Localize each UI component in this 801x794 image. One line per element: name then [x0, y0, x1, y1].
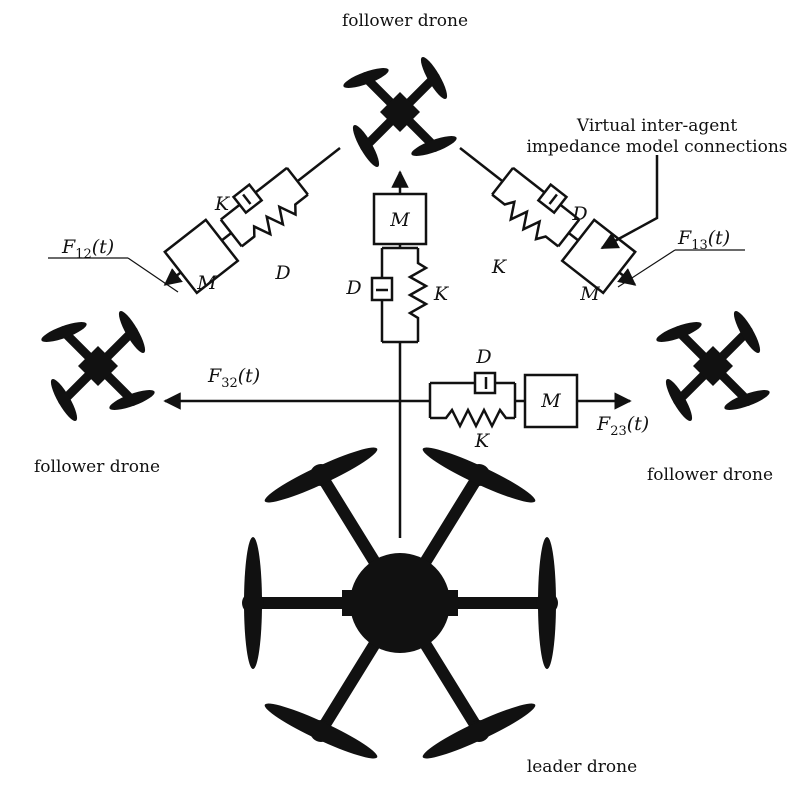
annotation-line-2: impedance model connections: [526, 137, 787, 157]
leader-drone-icon: [242, 447, 558, 759]
mass-label-right-diagonal: M: [579, 283, 600, 305]
top-follower-drone-icon: [341, 54, 458, 170]
right-follower-drone-icon: [654, 308, 771, 424]
force-label-leaders: [48, 249, 745, 293]
leader-label: leader drone: [527, 757, 637, 777]
spring-label-right-diagonal: K: [491, 256, 508, 278]
annotation-pointer: [600, 155, 659, 250]
right-impedance-link: [400, 371, 632, 429]
force-f32-label: F32(t): [207, 365, 260, 391]
left-follower-label: follower drone: [34, 457, 160, 477]
right-follower-label: follower drone: [647, 465, 773, 485]
mass-label-right: M: [540, 390, 561, 412]
damper-label-right-diagonal: D: [571, 203, 587, 225]
damper-label-vertical: D: [345, 277, 361, 299]
annotation-line-1: Virtual inter-agent: [576, 116, 737, 136]
force-f23-label: F23(t): [596, 413, 649, 439]
spring-label-vertical: K: [433, 283, 450, 305]
mass-label-left-diagonal: M: [196, 272, 217, 294]
vertical-impedance-link: [370, 170, 429, 538]
spring-label-left-diagonal: K: [214, 193, 231, 215]
spring-label-right: K: [474, 430, 491, 452]
damper-label-left-diagonal: D: [274, 262, 290, 284]
mass-label-vertical: M: [389, 209, 410, 231]
force-f12-label: F12(t): [61, 236, 114, 262]
top-follower-label: follower drone: [342, 11, 468, 31]
force-f13-label: F13(t): [677, 227, 730, 253]
damper-label-right: D: [475, 346, 491, 368]
left-follower-drone-icon: [39, 308, 156, 424]
left-diagonal-impedance-link: [163, 147, 341, 295]
